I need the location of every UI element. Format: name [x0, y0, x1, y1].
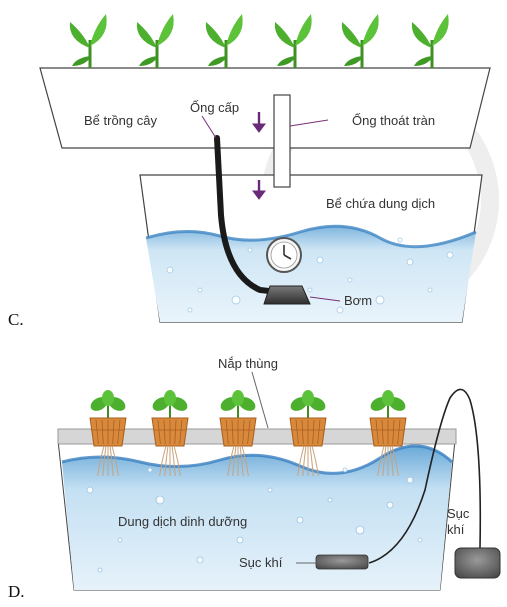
bubble — [446, 251, 454, 259]
bubble — [97, 567, 103, 573]
supply-pipe — [214, 135, 281, 295]
bubble — [327, 497, 333, 503]
lid-label: Nắp thùng — [218, 356, 278, 371]
bubble — [342, 467, 348, 473]
leader-overflow — [289, 119, 329, 127]
diagram-c — [39, 14, 499, 323]
pump-label: Bơm — [344, 293, 373, 308]
solution-tank-label: Bể chứa dung dịch — [326, 196, 436, 211]
bubble — [196, 556, 204, 564]
seedling-icon — [274, 14, 312, 68]
aerator-stone-label: Sục khí — [239, 555, 283, 570]
bubble — [231, 295, 241, 305]
plant-icon — [369, 390, 407, 477]
leader-supply — [201, 115, 217, 139]
bubble — [386, 501, 394, 509]
bubble — [347, 277, 353, 283]
seedling-icon — [341, 14, 379, 68]
pump — [263, 285, 311, 305]
bubble — [296, 516, 304, 524]
bubble — [307, 287, 313, 293]
leader-pump — [309, 296, 341, 302]
seedling-icon — [411, 14, 449, 68]
air-tube — [368, 388, 482, 564]
bubble — [166, 266, 174, 274]
bubble — [117, 537, 123, 543]
air-pump-icon — [454, 547, 501, 579]
bubble — [406, 258, 414, 266]
plant-icon — [89, 390, 127, 477]
bubble — [155, 495, 165, 505]
bubble — [427, 287, 433, 293]
option-label-c: C. — [8, 310, 24, 329]
bubble — [406, 476, 414, 484]
leader-lid — [251, 371, 269, 429]
option-label-d: D. — [8, 582, 25, 601]
bubble — [267, 487, 273, 493]
bubble — [187, 307, 193, 313]
bubble — [417, 537, 423, 543]
bubble — [397, 237, 403, 243]
air-stone-icon — [315, 554, 369, 570]
bubble — [336, 306, 344, 314]
grow-bed — [39, 67, 491, 149]
seedlings — [69, 14, 449, 68]
grow-bed-label: Bể trồng cây — [84, 113, 157, 128]
bubble — [86, 486, 94, 494]
seedling-icon — [69, 14, 107, 68]
bubble — [316, 256, 324, 264]
air-pump-label: Sục khí — [447, 506, 470, 537]
seedling-icon — [205, 14, 243, 68]
plants — [89, 390, 407, 477]
flow-arrow-icon — [252, 112, 266, 200]
bubble — [197, 287, 203, 293]
overflow-pipe — [273, 94, 291, 188]
plant-icon — [289, 390, 327, 477]
bubble — [375, 295, 385, 305]
bubble — [355, 525, 365, 535]
overflow-pipe-label: Ống thoát tràn — [352, 113, 436, 128]
plant-icon — [151, 390, 189, 477]
diagram-d — [57, 371, 501, 591]
plant-icon — [219, 390, 257, 477]
nutrient-solution-label: Dung dịch dinh dưỡng — [118, 514, 248, 529]
bubble — [147, 467, 153, 473]
seedling-icon — [136, 14, 174, 68]
bubble — [236, 536, 244, 544]
clock-icon — [266, 237, 302, 273]
bubble — [247, 247, 253, 253]
supply-pipe-label: Ống cấp — [190, 100, 240, 115]
